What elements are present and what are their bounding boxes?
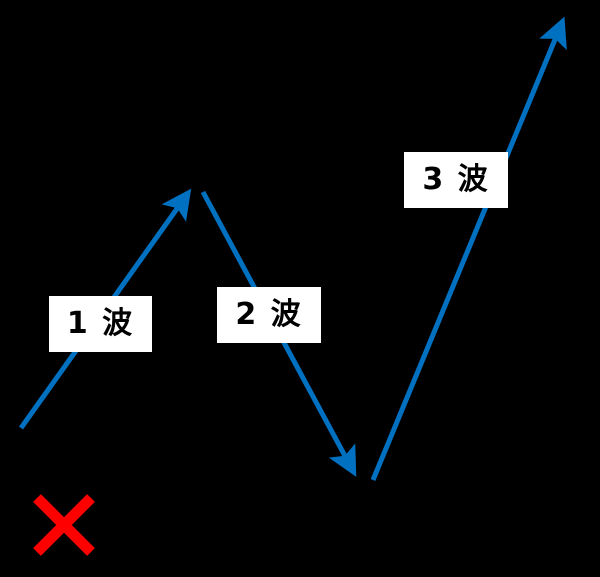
wave-2-label: 2 波 <box>217 287 321 343</box>
wave-3-label: 3 波 <box>404 152 508 208</box>
wave-1-label: 1 波 <box>49 296 152 352</box>
cross-mark-icon <box>33 494 95 556</box>
wave-3-arrow <box>370 16 567 481</box>
